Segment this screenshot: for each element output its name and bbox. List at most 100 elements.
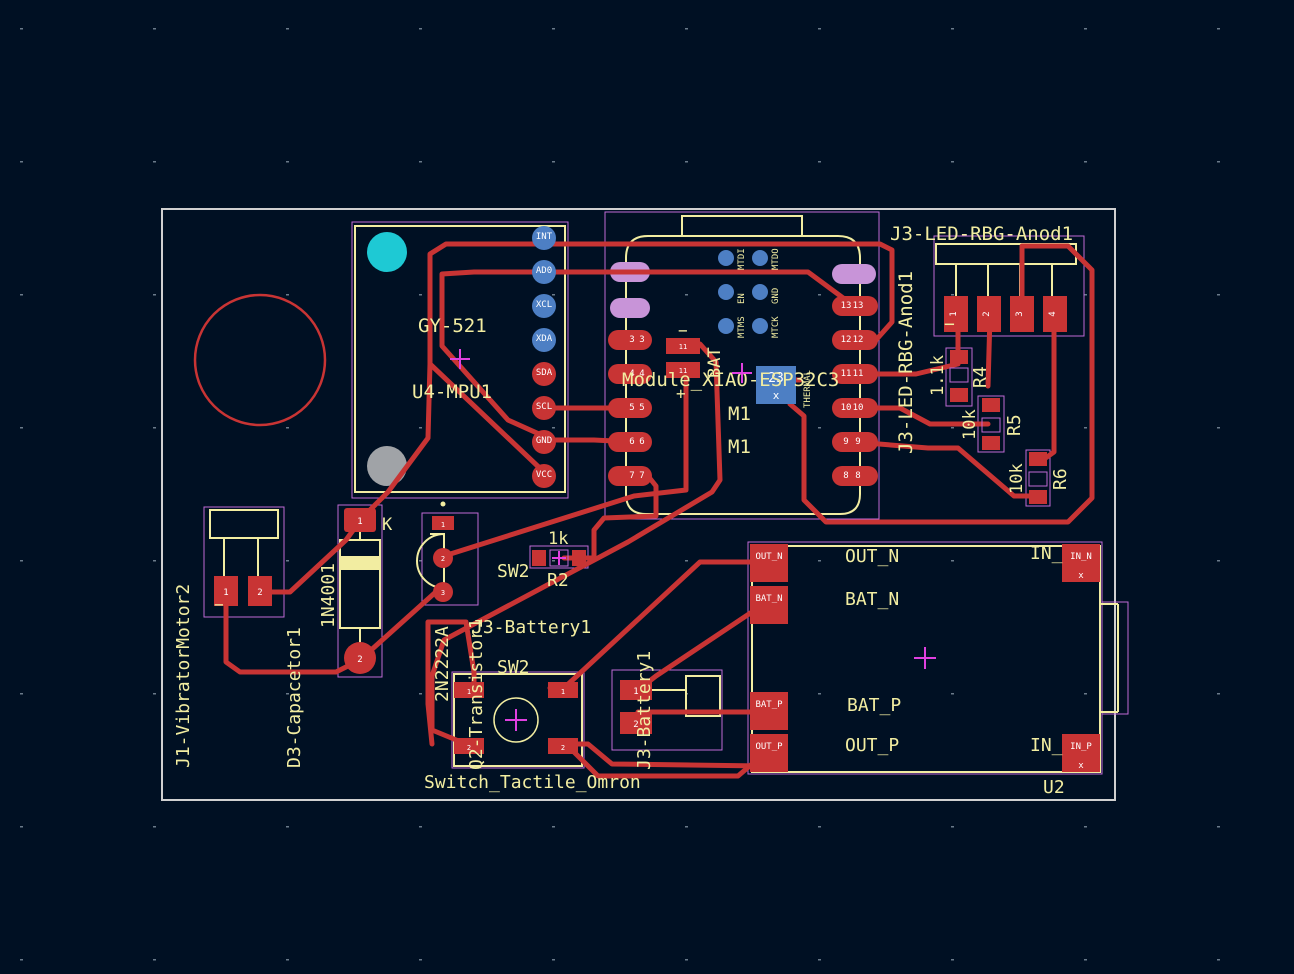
transistor-sw-label: SW2 bbox=[497, 561, 530, 582]
svg-text:10: 10 bbox=[853, 403, 864, 413]
diode-value: 1N4001 bbox=[318, 563, 339, 628]
svg-text:XDA: XDA bbox=[536, 334, 553, 344]
xiao-top-pin-mtms: MTMS bbox=[718, 316, 747, 338]
r4-ref: R4 bbox=[970, 366, 991, 388]
xiao-top-pin-gnd: GND bbox=[752, 284, 781, 304]
svg-text:5: 5 bbox=[639, 403, 644, 413]
svg-text:2: 2 bbox=[561, 744, 565, 752]
motor-pads: 1 2 bbox=[214, 576, 272, 606]
charger-label-bat-p: BAT_P bbox=[847, 695, 901, 716]
svg-text:1: 1 bbox=[357, 517, 362, 527]
mounting-hole-grey bbox=[367, 446, 407, 486]
r2-ref: R2 bbox=[547, 570, 569, 591]
mpu-pin-sda: SDA bbox=[532, 362, 556, 386]
charger-label-out-p: OUT_P bbox=[845, 735, 899, 756]
svg-text:11: 11 bbox=[679, 343, 687, 351]
switch-value: Switch_Tactile_Omron bbox=[424, 772, 641, 793]
battery-ref-vertical: J3-Battery1 bbox=[634, 651, 655, 770]
svg-text:VCC: VCC bbox=[536, 470, 552, 480]
svg-text:10: 10 bbox=[841, 403, 852, 413]
r6-ref: R6 bbox=[1050, 468, 1071, 490]
diode-k-label: K bbox=[382, 515, 393, 535]
svg-text:12: 12 bbox=[853, 335, 864, 345]
svg-text:11: 11 bbox=[853, 369, 864, 379]
svg-text:GND: GND bbox=[771, 288, 781, 304]
svg-text:13: 13 bbox=[853, 301, 864, 311]
xiao-ref-label-2: M1 bbox=[728, 436, 751, 458]
svg-text:1: 1 bbox=[561, 688, 565, 696]
svg-text:2: 2 bbox=[257, 588, 262, 598]
svg-text:2: 2 bbox=[357, 655, 362, 665]
svg-text:SCL: SCL bbox=[536, 402, 552, 412]
charger-label-in-p: IN_ bbox=[1030, 735, 1063, 756]
svg-text:5: 5 bbox=[629, 403, 634, 413]
svg-text:4: 4 bbox=[629, 369, 634, 379]
svg-text:9: 9 bbox=[855, 437, 860, 447]
diode-ref: D3-Capacetor1 bbox=[284, 627, 305, 768]
svg-text:4: 4 bbox=[639, 369, 644, 379]
svg-text:11: 11 bbox=[841, 369, 852, 379]
svg-text:INT: INT bbox=[536, 232, 553, 242]
xiao-top-pin-mtck: MTCK bbox=[752, 316, 781, 338]
svg-text:BAT_N: BAT_N bbox=[755, 594, 782, 604]
battery-ref-label: J3-Battery1 bbox=[472, 617, 591, 638]
charger-ref: U2 bbox=[1043, 777, 1065, 798]
board-outline bbox=[161, 208, 1116, 801]
svg-text:MTMS: MTMS bbox=[737, 316, 747, 338]
svg-text:6: 6 bbox=[639, 437, 644, 447]
mpu-pin-gnd: GND bbox=[532, 430, 556, 454]
svg-text:GND: GND bbox=[536, 436, 552, 446]
thermal-pad bbox=[756, 366, 796, 404]
xiao-top-pin-mtdo: MTDO bbox=[752, 248, 781, 270]
svg-text:1: 1 bbox=[633, 687, 638, 697]
svg-text:3: 3 bbox=[639, 335, 644, 345]
svg-text:9: 9 bbox=[843, 437, 848, 447]
courtyards bbox=[203, 211, 1129, 775]
mpu-ref-label: U4-MPU1 bbox=[412, 381, 492, 403]
svg-text:+: + bbox=[676, 384, 686, 403]
r5-ref: R5 bbox=[1004, 414, 1025, 436]
svg-text:EN: EN bbox=[737, 293, 747, 304]
mpu-value-label: GY-521 bbox=[418, 315, 487, 337]
mpu-pin-scl: SCL bbox=[532, 396, 556, 420]
mpu-pin-ad0: AD0 bbox=[532, 260, 556, 284]
thermal-pad-number: 23 bbox=[768, 371, 784, 386]
svg-text:x: x bbox=[1078, 761, 1084, 771]
transistor-value: 2N2222A bbox=[432, 626, 453, 702]
svg-text:3: 3 bbox=[441, 589, 445, 597]
switch-ref: SW2 bbox=[497, 657, 530, 678]
svg-text:MTCK: MTCK bbox=[771, 316, 781, 338]
r4-value: 1.1k bbox=[928, 355, 948, 396]
charger-label-bat-n: BAT_N bbox=[845, 589, 899, 610]
svg-text:MTDO: MTDO bbox=[771, 248, 781, 270]
svg-text:1: 1 bbox=[467, 688, 471, 696]
svg-text:MTDI: MTDI bbox=[737, 248, 747, 270]
svg-text:OUT_P: OUT_P bbox=[755, 742, 783, 752]
svg-text:AD0: AD0 bbox=[536, 266, 552, 276]
svg-text:12: 12 bbox=[841, 335, 852, 345]
charger-pads: OUT_N BAT_N BAT_P OUT_P IN_N IN_P x x bbox=[750, 544, 1100, 772]
svg-text:1: 1 bbox=[949, 311, 959, 316]
svg-text:11: 11 bbox=[679, 367, 687, 375]
svg-text:8: 8 bbox=[843, 471, 848, 481]
battery-pads: 1 2 bbox=[620, 680, 652, 734]
svg-text:XCL: XCL bbox=[536, 300, 552, 310]
transistor-pads: 1 2 3 bbox=[432, 516, 454, 602]
svg-text:−: − bbox=[678, 321, 688, 340]
svg-text:SDA: SDA bbox=[536, 368, 553, 378]
svg-text:1: 1 bbox=[223, 588, 228, 598]
svg-text:OUT_N: OUT_N bbox=[755, 552, 782, 562]
charger-label-in-n: IN_ bbox=[1030, 543, 1063, 564]
xiao-ref-label: M1 bbox=[728, 403, 751, 425]
r2-value: 1k bbox=[548, 529, 568, 549]
xiao-top-pin-mtdi: MTDI bbox=[718, 248, 747, 270]
transistor-ref: Q2-Transistor1 bbox=[466, 618, 487, 770]
